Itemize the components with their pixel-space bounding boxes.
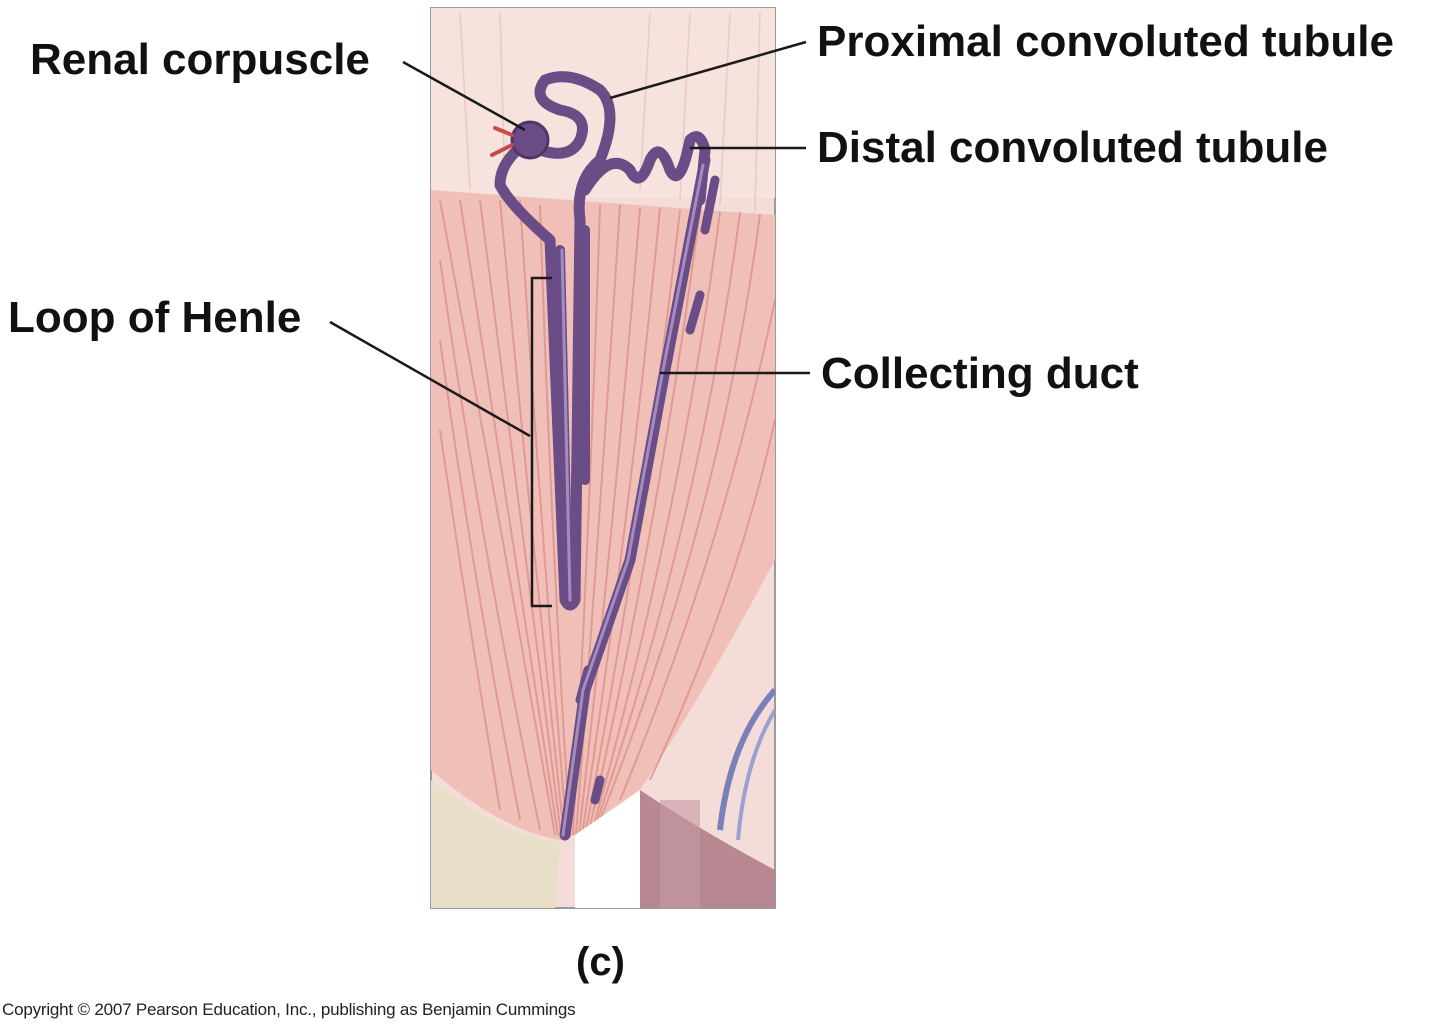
distal-tubule: [579, 131, 711, 206]
label-proximal-convoluted-tubule: Proximal convoluted tubule: [817, 17, 1394, 66]
loop-limbs: [555, 225, 590, 605]
renal-pelvis: [431, 780, 560, 908]
label-distal-convoluted-tubule: Distal convoluted tubule: [817, 123, 1328, 172]
collecting-duct: [559, 154, 711, 841]
copyright-notice: Copyright © 2007 Pearson Education, Inc.…: [2, 1000, 576, 1019]
sinus-gap: [575, 790, 640, 908]
calyx-shade: [660, 800, 700, 908]
renal-pyramid: [431, 190, 775, 840]
label-renal-corpuscle: Renal corpuscle: [30, 35, 370, 84]
loop-of-henle-bracket: [530, 276, 552, 608]
leader-proximal-tubule: [609, 40, 807, 100]
tubule-highlight: [560, 248, 572, 602]
label-collecting-duct: Collecting duct: [821, 349, 1139, 398]
afferent-efferent-arterioles: [490, 126, 514, 157]
interlobar-vessel-2: [736, 708, 775, 841]
collecting-duct-branches: [575, 175, 720, 805]
leader-loop-of-henle: [329, 320, 531, 438]
interlobar-vessel: [717, 687, 775, 831]
renal-corpuscle-shape: [510, 120, 550, 160]
label-loop-of-henle: Loop of Henle: [8, 293, 302, 342]
duct-highlight: [561, 163, 705, 837]
nephron: [490, 71, 720, 841]
proximal-and-loop-tubule: [494, 71, 616, 611]
leader-renal-corpuscle: [402, 60, 526, 132]
panel-label: (c): [576, 940, 625, 984]
leader-lines: [329, 40, 810, 608]
